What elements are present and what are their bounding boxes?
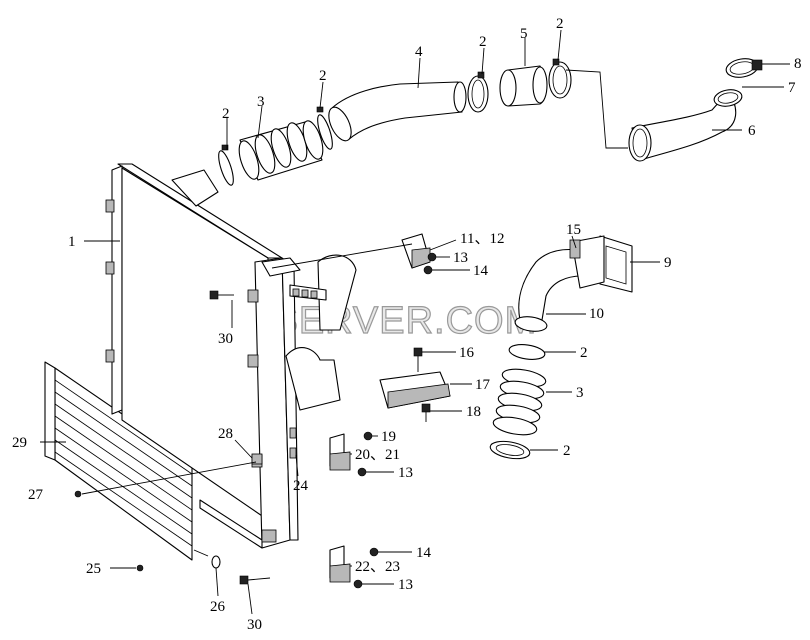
callout-11-12: 11、12 [460,231,504,247]
part-18-bolt [421,403,431,422]
part-28-clip [251,453,263,465]
callout-16: 16 [459,345,475,361]
callout-26: 26 [210,599,226,615]
part-14-nut-a [423,265,433,275]
part-3-bellows-lower [492,368,547,436]
callout-10: 10 [589,306,604,322]
callout-28: 28 [218,426,233,442]
part-20-21-bracket [329,433,351,471]
callout-22-23: 22、23 [355,559,400,575]
callout-1: 1 [68,234,76,250]
callout-17: 17 [475,377,491,393]
callout-24: 24 [293,478,309,494]
callout-8: 8 [794,56,802,72]
callout-13: 13 [398,577,413,593]
callout-14: 14 [416,545,432,561]
callout-20-21: 20、21 [355,447,400,463]
part-8-clamp [725,58,763,78]
part-1-intercooler-core [105,163,301,549]
callout-13: 13 [398,465,413,481]
part-4-pipe [328,81,467,142]
callout-30: 30 [247,617,262,633]
part-11-12-bracket [401,233,431,269]
part-5-sleeve [499,65,548,107]
callout-2: 2 [479,34,487,50]
part-27-screw [74,490,82,498]
part-3-bellows-upper [238,120,324,181]
callout-2: 2 [222,106,230,122]
part-2-clamp-low [489,440,531,460]
callout-2: 2 [580,345,588,361]
callout-13: 13 [453,250,468,266]
callout-3: 3 [576,385,584,401]
part-22-23-bracket [329,545,351,583]
part-24-clip [289,427,297,459]
part-30-bolt-bottom [239,575,271,585]
callout-2: 2 [563,443,571,459]
callout-2: 2 [319,68,327,84]
part-26-washer [211,555,221,569]
part-13-nut-b [357,467,367,477]
callout-7: 7 [788,80,796,96]
part-13-nut-c [353,579,363,589]
part-14-nut-b [369,547,379,557]
callout-30: 30 [218,331,233,347]
callout-29: 29 [12,435,27,451]
part-13-nut-a [427,252,437,262]
callout-27: 27 [28,487,44,503]
callout-4: 4 [415,44,423,60]
part-6-elbow [628,91,737,162]
part-center-duct [285,254,357,411]
callout-25: 25 [86,561,101,577]
part-17-mount [379,371,451,409]
part-30-bolt-top [209,290,234,300]
part-19-bolt [363,431,373,441]
callout-9: 9 [664,255,672,271]
part-16-bolt [413,347,423,372]
callout-18: 18 [466,404,481,420]
part-9-flange [599,235,633,293]
callout-19: 19 [381,429,396,445]
callout-2: 2 [556,16,564,32]
part-10-elbow-pipe [514,235,605,332]
callout-14: 14 [473,263,489,279]
part-7-o-ring [713,89,743,107]
callout-5: 5 [520,26,528,42]
part-upper-inlet-pipe [171,58,628,207]
callout-3: 3 [257,94,265,110]
callout-15: 15 [566,222,581,238]
part-29-guard-panel [44,361,193,561]
part-25-screw [136,564,144,572]
leader-lines [40,29,790,615]
part-2-clamp-mid [508,344,546,360]
callout-6: 6 [748,123,756,139]
callout-labels: 1 2 3 2 4 2 5 2 8 7 6 11、12 13 14 15 9 1… [12,16,802,633]
